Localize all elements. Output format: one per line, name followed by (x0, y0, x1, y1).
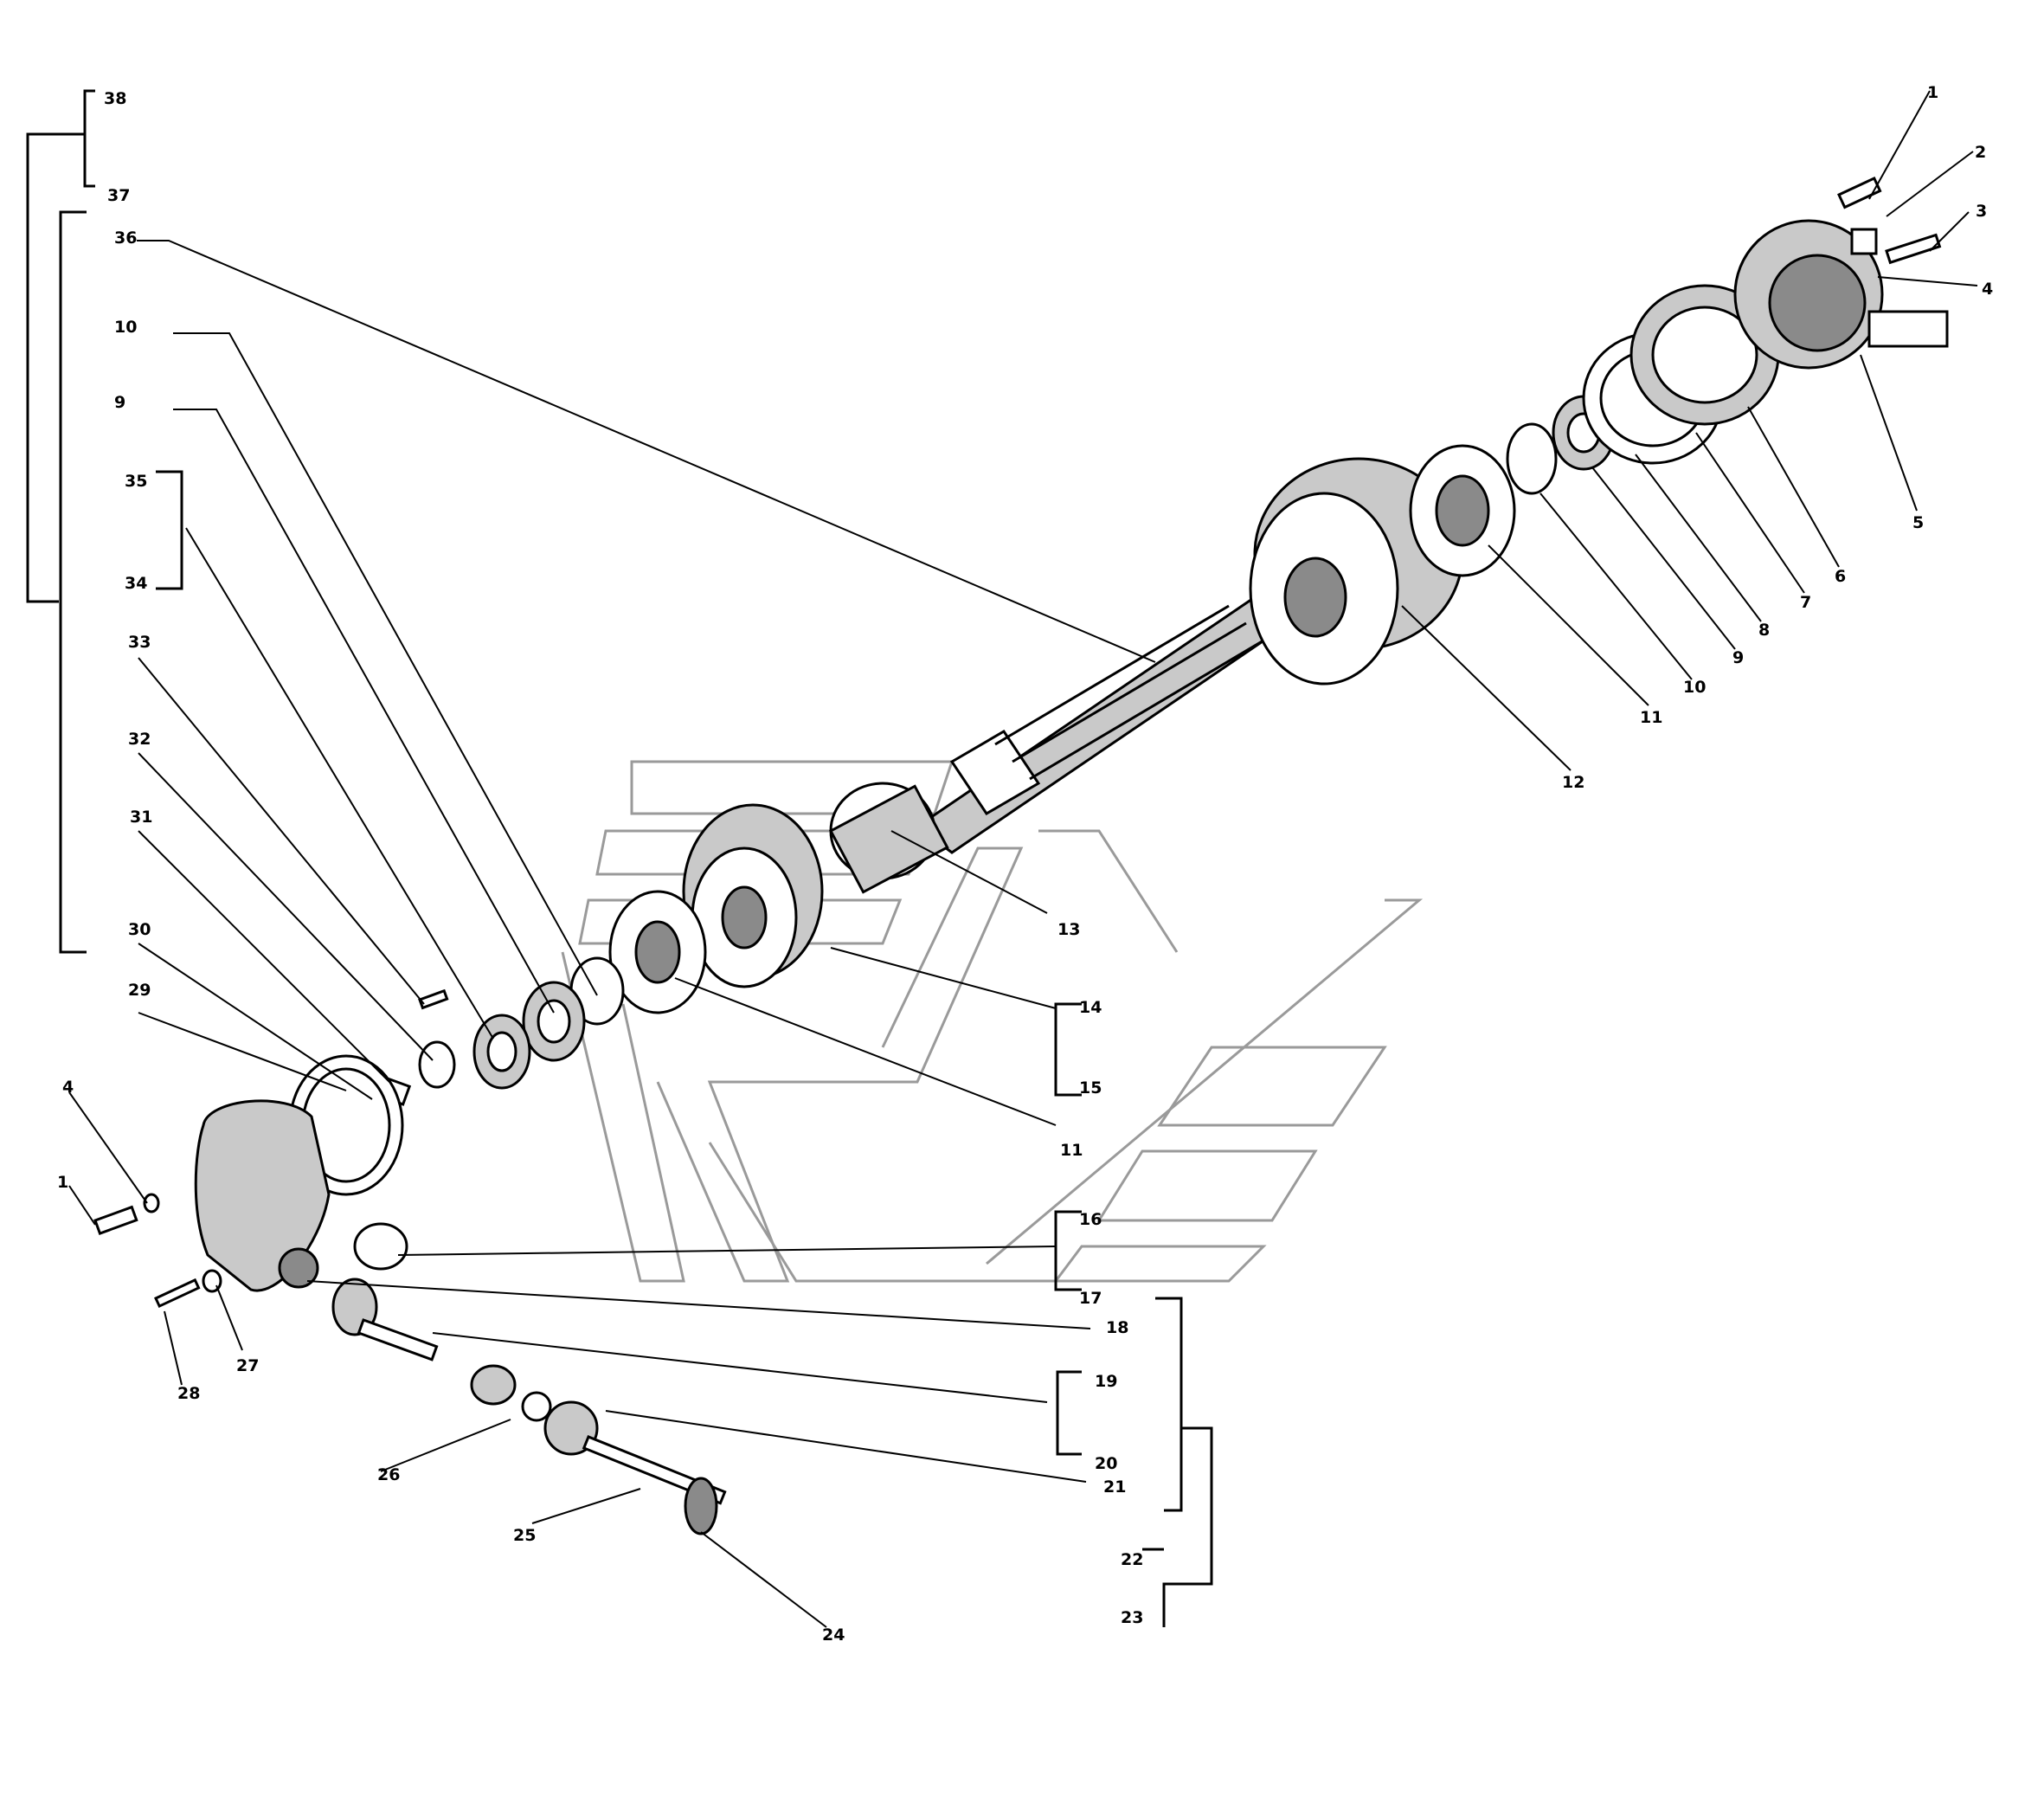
callout-13: 13 (1057, 920, 1080, 939)
callout-15: 15 (1079, 1078, 1102, 1098)
callout-26: 26 (377, 1465, 400, 1484)
callout-labels: 38 37 36 10 9 35 34 33 32 31 30 29 4 1 2… (57, 83, 1993, 1645)
screw-28 (154, 1278, 201, 1309)
callout-24: 24 (822, 1625, 845, 1645)
callout-5: 5 (1912, 513, 1924, 532)
callout-22: 22 (1121, 1550, 1143, 1569)
nut-9-mid (522, 981, 586, 1062)
callout-8: 8 (1758, 621, 1770, 640)
callout-14: 14 (1079, 998, 1102, 1017)
callout-33: 33 (128, 633, 151, 652)
sleeve-13 (828, 782, 949, 894)
cover-plate-16-17 (353, 1222, 408, 1271)
callout-16: 16 (1079, 1210, 1102, 1229)
brackets (26, 89, 1213, 1627)
callout-11-mid: 11 (1060, 1141, 1083, 1160)
pin-33 (418, 988, 449, 1010)
leader-lines (68, 90, 1978, 1628)
snap-ring-right (1506, 422, 1558, 495)
washer-4-left (143, 1193, 160, 1213)
callout-38: 38 (104, 89, 126, 108)
bolt-1-left (93, 1205, 138, 1235)
callout-23: 23 (1121, 1608, 1143, 1627)
housing-left (194, 1099, 331, 1292)
watermark-logo (561, 760, 1424, 1283)
bolts-top-right (1837, 176, 1942, 265)
gear-14-15 (682, 803, 824, 988)
callout-19: 19 (1095, 1372, 1117, 1391)
callout-2: 2 (1975, 143, 1986, 162)
callout-35: 35 (125, 472, 147, 491)
bearing-right (1409, 444, 1516, 577)
callout-25: 25 (513, 1526, 536, 1545)
nut-34-35 (472, 1014, 531, 1090)
callout-3: 3 (1976, 202, 1987, 221)
flange-housing (1733, 219, 1949, 370)
drive-gear-18 (331, 1278, 439, 1361)
callout-27: 27 (236, 1356, 259, 1375)
callout-28: 28 (177, 1384, 200, 1403)
fitting-26 (470, 1364, 552, 1422)
callout-37: 37 (107, 186, 130, 205)
callout-7: 7 (1800, 593, 1811, 612)
callout-12: 12 (1562, 773, 1584, 792)
callout-1-left: 1 (57, 1173, 68, 1192)
callout-10-right: 10 (1683, 678, 1706, 697)
callout-31: 31 (130, 808, 152, 827)
callout-20: 20 (1095, 1454, 1117, 1473)
callout-21: 21 (1103, 1477, 1126, 1497)
callout-9-left: 9 (114, 393, 125, 412)
main-shaft (915, 595, 1292, 854)
callout-29: 29 (128, 981, 151, 1000)
callout-1-right: 1 (1927, 83, 1938, 102)
callout-10-left: 10 (114, 318, 137, 337)
callout-4-right: 4 (1982, 280, 1993, 299)
callout-32: 32 (128, 730, 151, 749)
callout-17: 17 (1079, 1289, 1102, 1308)
large-gear-right (1249, 457, 1464, 686)
flange-24 (684, 1477, 718, 1535)
callout-34: 34 (125, 574, 147, 593)
bearing-11-mid (608, 890, 707, 1014)
washer-32 (418, 1040, 456, 1089)
callout-30: 30 (128, 920, 151, 939)
callout-11-top: 11 (1640, 708, 1662, 727)
callout-4-left: 4 (62, 1078, 74, 1097)
callout-36: 36 (114, 229, 137, 248)
callout-9-right: 9 (1732, 648, 1744, 667)
callout-18: 18 (1106, 1318, 1128, 1337)
callout-6: 6 (1835, 567, 1846, 586)
